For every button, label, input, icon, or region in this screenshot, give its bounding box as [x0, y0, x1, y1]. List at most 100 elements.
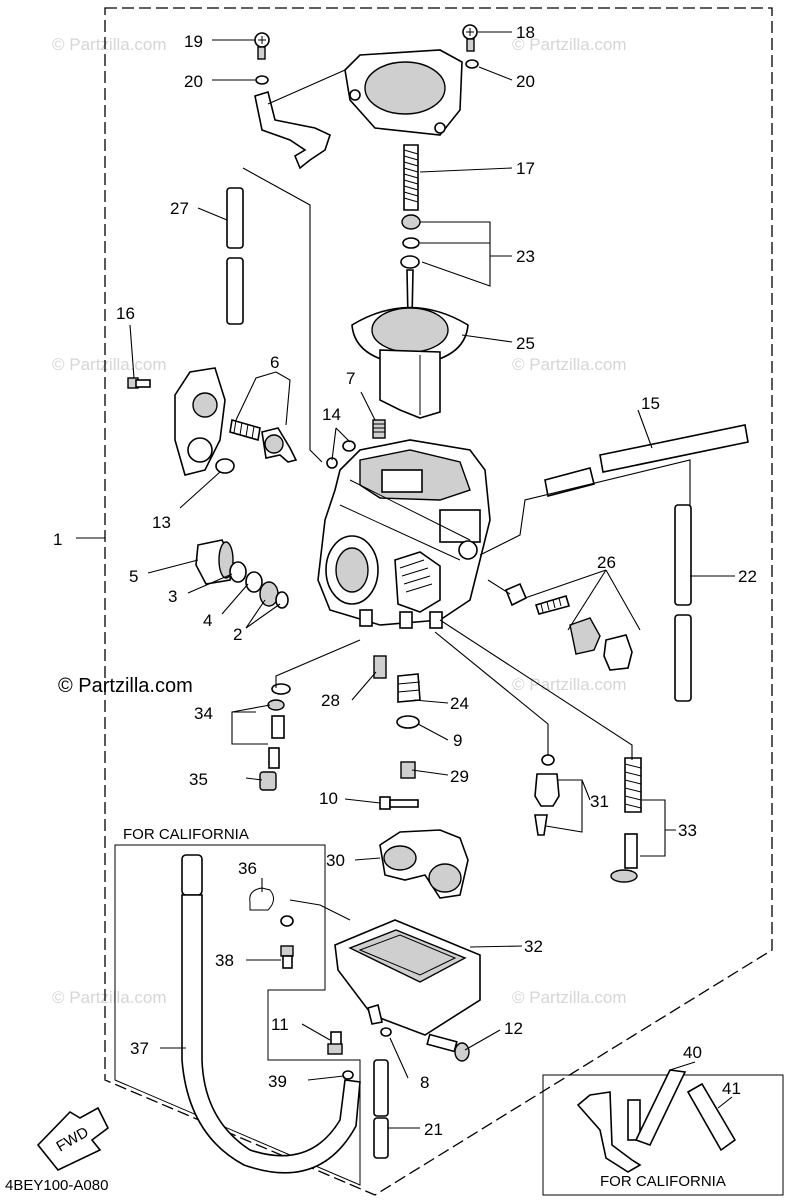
- watermark-text: © Partzilla.com: [512, 35, 627, 54]
- callout-37: 37: [130, 1039, 149, 1058]
- california-box-left: [114, 844, 361, 1186]
- callout-14: 14: [322, 405, 341, 424]
- float-30: [379, 829, 469, 899]
- screw-19: [254, 32, 270, 85]
- callout-9: 9: [453, 731, 462, 750]
- callout-18: 18: [516, 23, 535, 42]
- callout-20: 20: [184, 72, 203, 91]
- hose-41: [686, 1082, 737, 1152]
- callout-35: 35: [189, 770, 208, 789]
- callout-41: 41: [722, 1079, 741, 1098]
- california-label-left: FOR CALIFORNIA: [123, 826, 249, 843]
- callout-29: 29: [450, 767, 469, 786]
- diagram-code: 4BEY100-A080: [5, 1177, 108, 1194]
- enricher-spring-6: [229, 418, 298, 463]
- callout-3: 3: [168, 587, 177, 606]
- callout-32: 32: [524, 937, 543, 956]
- callout-10: 10: [319, 789, 338, 808]
- screw-18: [462, 24, 479, 69]
- callout-16: 16: [116, 304, 135, 323]
- screw-38: [280, 945, 294, 969]
- callout-40: 40: [683, 1043, 702, 1062]
- starter-parts-34: [267, 683, 291, 769]
- watermark-text: © Partzilla.com: [512, 988, 627, 1007]
- callout-17: 17: [516, 159, 535, 178]
- leader-line: [242, 167, 323, 463]
- leader-line: [267, 69, 346, 105]
- o-ring-8: [380, 1027, 392, 1037]
- pipe-22: [674, 504, 692, 702]
- callout-5: 5: [129, 567, 138, 586]
- callout-31: 31: [590, 792, 609, 811]
- callout-28: 28: [321, 691, 340, 710]
- callout-leaders: [76, 31, 735, 1129]
- throttle-bracket: [254, 90, 331, 170]
- screw-11: [327, 1031, 343, 1055]
- assembly-outline: [104, 7, 773, 1196]
- hose-37: [181, 854, 361, 1174]
- california-box-right: [542, 1074, 784, 1196]
- clip-36: [249, 887, 274, 911]
- watermark-text: © Partzilla.com: [512, 675, 627, 694]
- carburetor-body: [317, 439, 491, 629]
- callout-33: 33: [678, 821, 697, 840]
- o-ring-39: [342, 1070, 354, 1080]
- leader-line: [275, 639, 361, 688]
- callout-39: 39: [268, 1072, 287, 1091]
- callout-8: 8: [420, 1073, 429, 1092]
- callout-13: 13: [152, 513, 171, 532]
- leader-line: [487, 579, 511, 595]
- callout-26: 26: [597, 553, 616, 572]
- callout-15: 15: [641, 394, 660, 413]
- drain-nipple: [367, 1003, 383, 1025]
- lower-jets: [373, 655, 421, 779]
- callout-38: 38: [215, 951, 234, 970]
- callout-36: 36: [238, 859, 257, 878]
- vent-pipe-27: [226, 187, 244, 325]
- callout-7: 7: [346, 369, 355, 388]
- callout-numbers: 1 2 3 4 5 6 7 8 9 10 11 12 13 14 15 16 1…: [53, 23, 757, 1139]
- watermark-text: © Partzilla.com: [512, 355, 627, 374]
- callout-21: 21: [424, 1120, 443, 1139]
- fwd-arrow-icon: FWD: [36, 1106, 110, 1171]
- callout-22: 22: [738, 567, 757, 586]
- throttle-stop-parts: [195, 539, 289, 609]
- callout-20: 20: [516, 72, 535, 91]
- watermark-main: © Partzilla.com: [58, 675, 193, 697]
- top-cover: [344, 49, 463, 136]
- callout-6: 6: [270, 353, 279, 372]
- enricher-cover: [174, 367, 226, 476]
- callout-25: 25: [516, 334, 535, 353]
- hose-15: [544, 424, 749, 497]
- leader-line: [434, 631, 549, 755]
- leader-line: [479, 459, 691, 556]
- callout-30: 30: [326, 851, 345, 870]
- leader-line: [439, 619, 633, 760]
- watermark-text: © Partzilla.com: [52, 35, 167, 54]
- watermark-text: © Partzilla.com: [52, 988, 167, 1007]
- watermark-text: © Partzilla.com: [52, 355, 167, 374]
- callout-12: 12: [504, 1019, 523, 1038]
- california-label-right: FOR CALIFORNIA: [600, 1173, 726, 1190]
- callout-1: 1: [53, 530, 62, 549]
- needle-valve-31: [534, 754, 560, 836]
- screw-16: [127, 377, 151, 389]
- spring-17: [403, 144, 419, 211]
- watermark-layer: © Partzilla.com © Partzilla.com © Partzi…: [52, 35, 627, 1007]
- callout-11: 11: [271, 1015, 289, 1034]
- o-ring-13: [215, 458, 235, 474]
- cap-35: [259, 771, 277, 791]
- callout-23: 23: [516, 247, 535, 266]
- pilot-screw-set-26: [504, 582, 633, 671]
- callout-27: 27: [170, 199, 189, 218]
- bolt-10: [379, 796, 419, 810]
- leader-line: [289, 899, 351, 921]
- float-bowl-32: [334, 919, 481, 1036]
- callout-2: 2: [233, 625, 242, 644]
- diaphragm-25: [351, 306, 469, 419]
- spring-screw-33: [610, 757, 642, 883]
- jet-7: [372, 419, 386, 439]
- drain-hose-21: [373, 1059, 389, 1159]
- callout-24: 24: [450, 694, 469, 713]
